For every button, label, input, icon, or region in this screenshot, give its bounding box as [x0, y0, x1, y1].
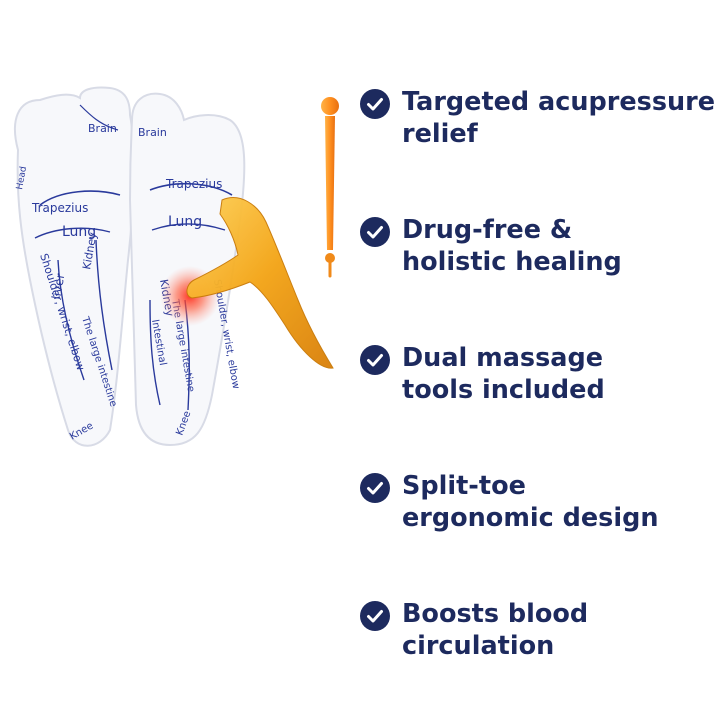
- checkmark-icon: [360, 473, 390, 503]
- sock-label-brain-right: Brain: [138, 126, 167, 139]
- left-sock-shape: [14, 86, 135, 447]
- checkmark-icon: [360, 345, 390, 375]
- sock-label-brain-left: Brain: [88, 122, 117, 135]
- sock-label-trapezius-right: Trapezius: [165, 177, 222, 191]
- feature-label: Split-toe ergonomic design: [402, 471, 659, 533]
- y-massage-tool-icon: [186, 197, 334, 369]
- stick-massage-tool-icon: [321, 97, 339, 278]
- feature-label: Dual massage tools included: [402, 343, 605, 405]
- checkmark-icon: [360, 601, 390, 631]
- checkmark-icon: [360, 89, 390, 119]
- sock-label-trapezius-left: Trapezius: [31, 201, 88, 215]
- reflexology-illustration: Trapezius Lung Kidney liver Shoulder, wr…: [14, 86, 339, 447]
- sock-label-liver-left: liver: [49, 272, 67, 300]
- checkmark-icon: [360, 217, 390, 247]
- sock-label-kidney-left: Kidney: [80, 231, 99, 271]
- sock-label-head-left: Head: [15, 166, 29, 191]
- feature-label: Targeted acupressure relief: [402, 87, 716, 149]
- feature-label: Drug-free & holistic healing: [402, 215, 622, 277]
- left-sock: Trapezius Lung Kidney liver Shoulder, wr…: [14, 86, 135, 447]
- sock-label-lung-right: Lung: [168, 214, 202, 230]
- feature-label: Boosts blood circulation: [402, 599, 589, 661]
- sock-label-lung-left: Lung: [62, 224, 96, 240]
